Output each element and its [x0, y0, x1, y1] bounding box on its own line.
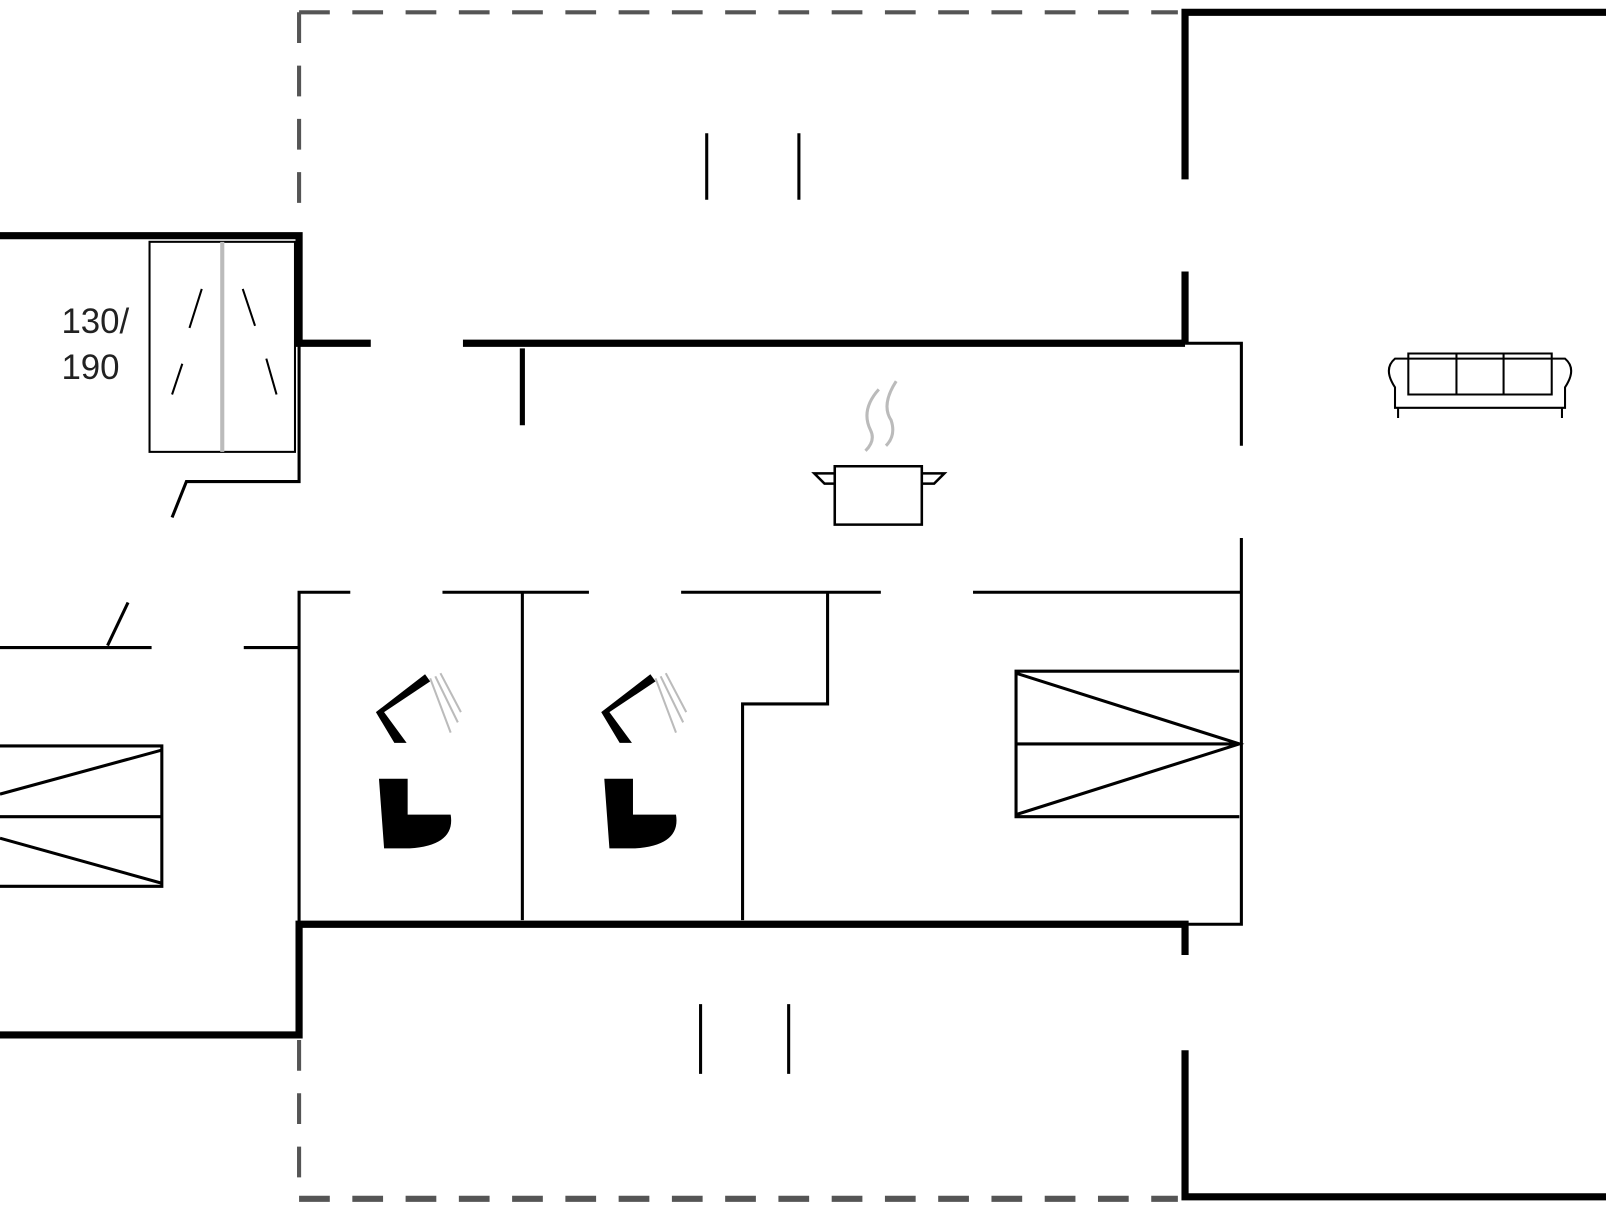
interior-walls: [0, 133, 1243, 1074]
shower-icon: [601, 672, 688, 743]
shower-icon: [375, 672, 462, 743]
terrace-outline: [297, 10, 1178, 1202]
single-bed-icon: [0, 744, 164, 888]
bed-size-label: 130/190: [61, 302, 129, 387]
cooking-pot-icon: [811, 380, 948, 526]
toilet-icon: [604, 778, 677, 849]
single-bed-icon: [1014, 669, 1245, 819]
exterior-walls: [0, 8, 1606, 1201]
double-bed-icon: [148, 240, 297, 453]
toilet-icon: [378, 778, 452, 849]
sofa-icon: [1387, 352, 1573, 419]
